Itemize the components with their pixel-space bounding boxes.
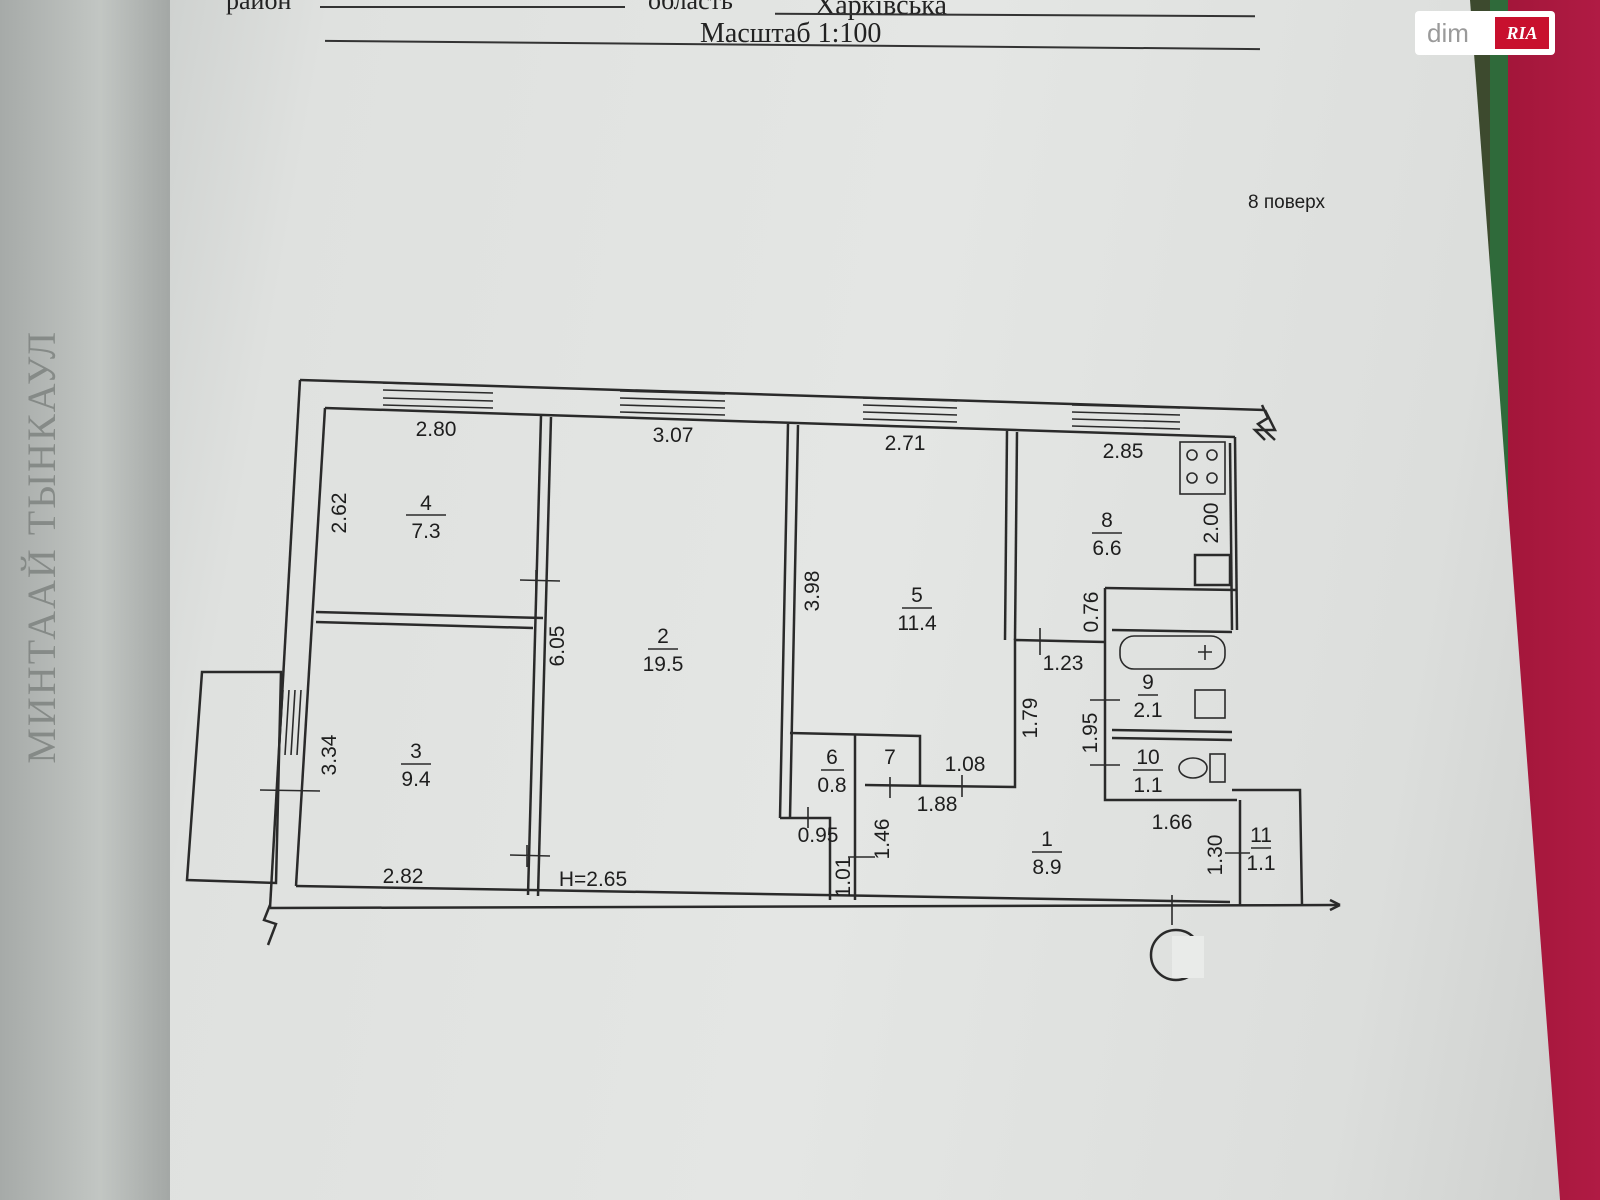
outer-walls (268, 378, 1341, 912)
dim-3-98: 3.98 (801, 571, 824, 612)
room-number-10: 10 (1136, 746, 1159, 769)
dim-1-88: 1.88 (917, 793, 958, 816)
windows (278, 382, 1181, 756)
ceiling-height: H=2.65 (559, 868, 627, 891)
room-area-6: 0.8 (817, 774, 846, 797)
room-area-5: 11.4 (897, 612, 937, 635)
left-page: МИНТААЙ ТЫНКАУЛ (0, 0, 190, 1200)
dim-1-46: 1.46 (871, 819, 894, 860)
room-area-9: 2.1 (1133, 699, 1162, 722)
room-area-11: 1.1 (1246, 852, 1275, 875)
dim-2-80: 2.80 (416, 418, 457, 441)
break-mark-top (1255, 404, 1276, 441)
room-area-8: 6.6 (1092, 537, 1121, 560)
room-number-11: 11 (1250, 824, 1272, 847)
dim-1-79: 1.79 (1019, 698, 1042, 739)
dim-1-23: 1.23 (1043, 652, 1084, 675)
dim-1-95: 1.95 (1079, 713, 1102, 754)
dim-2-00: 2.00 (1200, 503, 1223, 544)
floor-label: 8 поверх (1248, 192, 1326, 213)
room-number-9: 9 (1142, 671, 1154, 694)
oblast-value: Харківська (815, 0, 947, 21)
room-number-4: 4 (420, 492, 432, 515)
dim-3-34: 3.34 (318, 734, 341, 775)
logo-ria-badge: RIA (1495, 17, 1549, 49)
dim-2-85: 2.85 (1103, 440, 1144, 463)
oblast-label: область (648, 0, 733, 15)
break-mark-bottom (262, 904, 278, 946)
dim-2-71: 2.71 (885, 432, 926, 455)
dim-2-62: 2.62 (328, 493, 351, 534)
room-number-5: 5 (911, 584, 923, 607)
rayon-underline (320, 6, 625, 8)
fixtures (1119, 441, 1226, 783)
door-ticks (259, 570, 1250, 925)
room-area-2: 19.5 (643, 653, 684, 676)
dimria-logo: dim RIA (1415, 11, 1555, 55)
room-area-4: 7.3 (411, 520, 440, 543)
dim-1-30: 1.30 (1204, 835, 1227, 876)
dim-1-66: 1.66 (1152, 811, 1193, 834)
balcony (185, 670, 283, 885)
room-number-6: 6 (826, 746, 838, 769)
rayon-label: район (226, 0, 292, 15)
room-number-3: 3 (410, 740, 422, 763)
room-number-2: 2 (657, 625, 669, 648)
room-number-1: 1 (1041, 828, 1053, 851)
room-area-1: 8.9 (1032, 856, 1061, 879)
room-fraction-lines (401, 514, 1271, 853)
logo-dim-text: dim (1427, 18, 1469, 48)
dim-0-76: 0.76 (1080, 592, 1103, 633)
document-page (170, 0, 1560, 1200)
room-area-3: 9.4 (401, 768, 431, 791)
dim-2-82: 2.82 (383, 865, 424, 888)
room-area-10: 1.1 (1133, 774, 1162, 797)
room-number-7: 7 (884, 746, 896, 769)
dim-3-07: 3.07 (653, 424, 694, 447)
room-number-8: 8 (1101, 509, 1113, 532)
dim-0-95: 0.95 (798, 824, 839, 847)
riser-glare (1172, 936, 1204, 978)
dim-1-01: 1.01 (832, 857, 855, 898)
interior-walls (315, 415, 1304, 906)
dim-6-05: 6.05 (546, 626, 569, 667)
dim-1-08: 1.08 (945, 753, 986, 776)
